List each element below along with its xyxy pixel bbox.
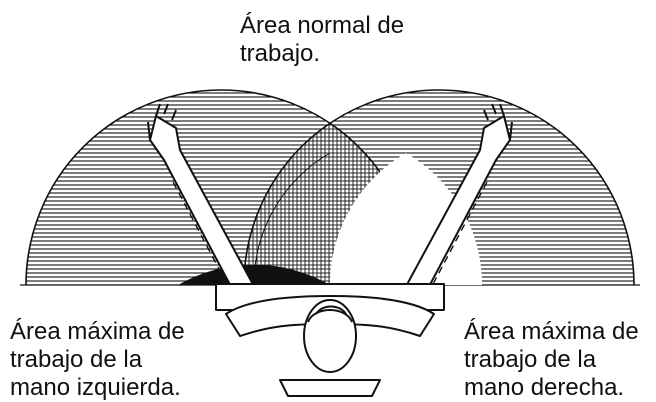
label-right-line-3: mano derecha. bbox=[464, 374, 639, 402]
label-normal-line-2: trabajo. bbox=[240, 40, 404, 68]
label-left-line-2: trabajo de la bbox=[10, 346, 185, 374]
label-right-line-1: Área máxima de bbox=[464, 318, 639, 346]
label-normal-work-area: Área normal de trabajo. bbox=[240, 12, 404, 68]
label-normal-line-1: Área normal de bbox=[240, 12, 404, 40]
label-max-area-left-hand: Área máxima de trabajo de la mano izquie… bbox=[10, 318, 185, 402]
chair bbox=[280, 380, 380, 396]
label-max-area-right-hand: Área máxima de trabajo de la mano derech… bbox=[464, 318, 639, 402]
label-right-line-2: trabajo de la bbox=[464, 346, 639, 374]
label-left-line-1: Área máxima de bbox=[10, 318, 185, 346]
label-left-line-3: mano izquierda. bbox=[10, 374, 185, 402]
